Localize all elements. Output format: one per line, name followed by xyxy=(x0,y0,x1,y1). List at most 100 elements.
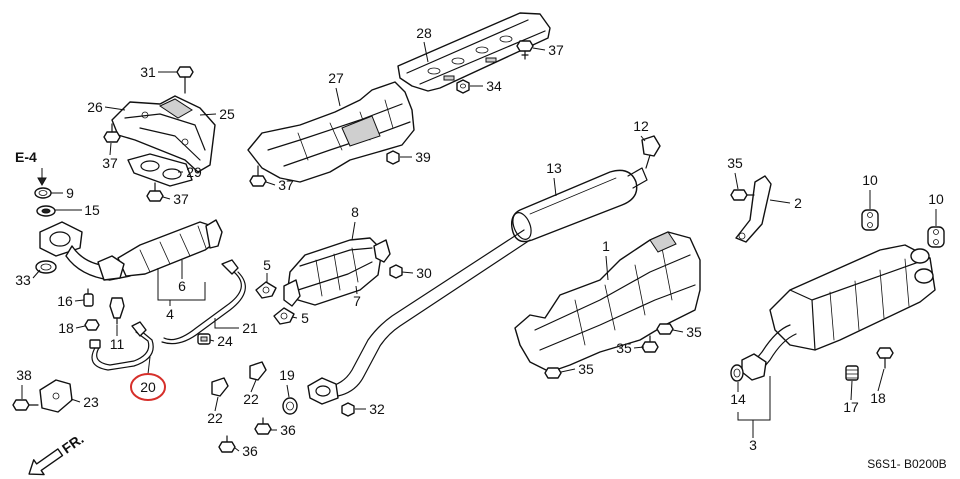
callout-23: 23 xyxy=(83,394,99,410)
bracket-hole xyxy=(738,232,746,240)
shield-hole xyxy=(451,57,465,65)
callout-20: 20 xyxy=(140,379,156,395)
shield-slot xyxy=(443,75,455,81)
leader-line xyxy=(737,376,771,438)
inlet-pipe xyxy=(751,324,797,373)
spring-coil xyxy=(845,369,859,379)
resonator-seam xyxy=(529,177,617,215)
mount-body xyxy=(861,209,879,231)
gasket xyxy=(255,281,277,299)
shield-rib xyxy=(574,247,673,346)
bracket-plate xyxy=(249,361,267,381)
connector-latch xyxy=(200,336,208,342)
front-label: FR. xyxy=(59,430,87,456)
leader-line xyxy=(157,268,206,306)
flange-port xyxy=(49,231,71,247)
bolt xyxy=(656,323,674,335)
callout-26: 26 xyxy=(87,99,103,115)
ring-inner xyxy=(286,401,294,411)
cover-hole xyxy=(181,138,189,146)
leader-line xyxy=(335,87,341,107)
rear-muffler xyxy=(741,244,936,381)
bolt-head xyxy=(544,367,562,379)
leader-lines xyxy=(21,41,937,452)
callout-10: 10 xyxy=(862,172,878,188)
leader-line xyxy=(355,285,358,295)
bolt-head xyxy=(641,341,659,353)
manifold-heat-cover xyxy=(111,95,216,173)
nut xyxy=(386,150,400,165)
leader-line xyxy=(734,172,739,190)
gasket-plate xyxy=(273,307,295,325)
spring-body xyxy=(845,365,859,381)
gasket xyxy=(273,307,295,325)
leader-line xyxy=(75,325,86,329)
leader-line xyxy=(214,318,239,329)
flange-gasket xyxy=(35,260,57,274)
callout-35: 35 xyxy=(578,361,594,377)
callout-9: 9 xyxy=(66,185,74,201)
seal-ring xyxy=(34,187,52,199)
cover-recess xyxy=(158,98,193,119)
leader-line xyxy=(401,271,414,274)
leader-line xyxy=(74,299,85,302)
cover-outline xyxy=(111,95,216,173)
callout-36: 36 xyxy=(280,422,296,438)
leader-line xyxy=(672,329,684,333)
shield-rib xyxy=(297,99,394,161)
callout-16: 16 xyxy=(57,293,73,309)
gasket-plate xyxy=(255,281,277,299)
leader-line xyxy=(286,384,290,398)
callout-labels: 28 37 31 27 34 26 25 12 37 39 29 37 35 1… xyxy=(15,25,944,459)
mount-hole xyxy=(867,212,873,218)
secondary-oxygen-sensor xyxy=(161,259,246,345)
sensor-plug xyxy=(83,288,94,307)
hanger-bracket xyxy=(641,135,661,169)
callout-37: 37 xyxy=(173,191,189,207)
nut-hex xyxy=(456,79,470,94)
leader-line xyxy=(633,346,645,349)
callout-6: 6 xyxy=(178,278,186,294)
sensor-body xyxy=(109,297,125,319)
nut xyxy=(456,79,470,94)
leader-line xyxy=(162,196,171,200)
leader-line xyxy=(423,41,429,63)
seal-ring xyxy=(36,205,56,217)
callout-33: 33 xyxy=(15,272,31,288)
muffler-seam xyxy=(789,257,931,351)
bolt xyxy=(84,319,100,331)
reference-marker: E-4 xyxy=(15,149,47,187)
leader-line xyxy=(640,135,646,142)
muffler-bracket xyxy=(735,175,772,243)
callout-5: 5 xyxy=(301,310,309,326)
leader-line xyxy=(553,177,557,197)
tailpipe xyxy=(910,248,930,264)
bolt xyxy=(146,182,164,202)
callout-1: 1 xyxy=(602,238,610,254)
bolt xyxy=(12,399,39,411)
nut-hex xyxy=(386,150,400,165)
nut xyxy=(389,264,403,279)
bolt-head xyxy=(656,323,674,335)
mount-hole xyxy=(867,222,873,228)
ring-inner xyxy=(38,190,48,196)
pipe-outlet xyxy=(627,167,648,189)
inlet-flange xyxy=(741,353,767,381)
resonator-body xyxy=(510,169,638,243)
shield-rib xyxy=(406,19,546,85)
callout-29: 29 xyxy=(186,164,202,180)
rubber-mount xyxy=(861,209,879,231)
sensor-wire xyxy=(161,271,246,345)
bolt xyxy=(218,435,236,453)
oxygen-sensor-cable xyxy=(89,321,154,371)
bolt-head xyxy=(516,40,534,52)
hanger-plate xyxy=(641,135,661,157)
converter-flange xyxy=(373,239,391,263)
mount-hole xyxy=(933,239,939,245)
leader-line xyxy=(850,380,853,401)
callout-13: 13 xyxy=(546,160,562,176)
callout-31: 31 xyxy=(140,64,156,80)
nut xyxy=(341,402,355,417)
gasket-outer xyxy=(730,364,744,382)
